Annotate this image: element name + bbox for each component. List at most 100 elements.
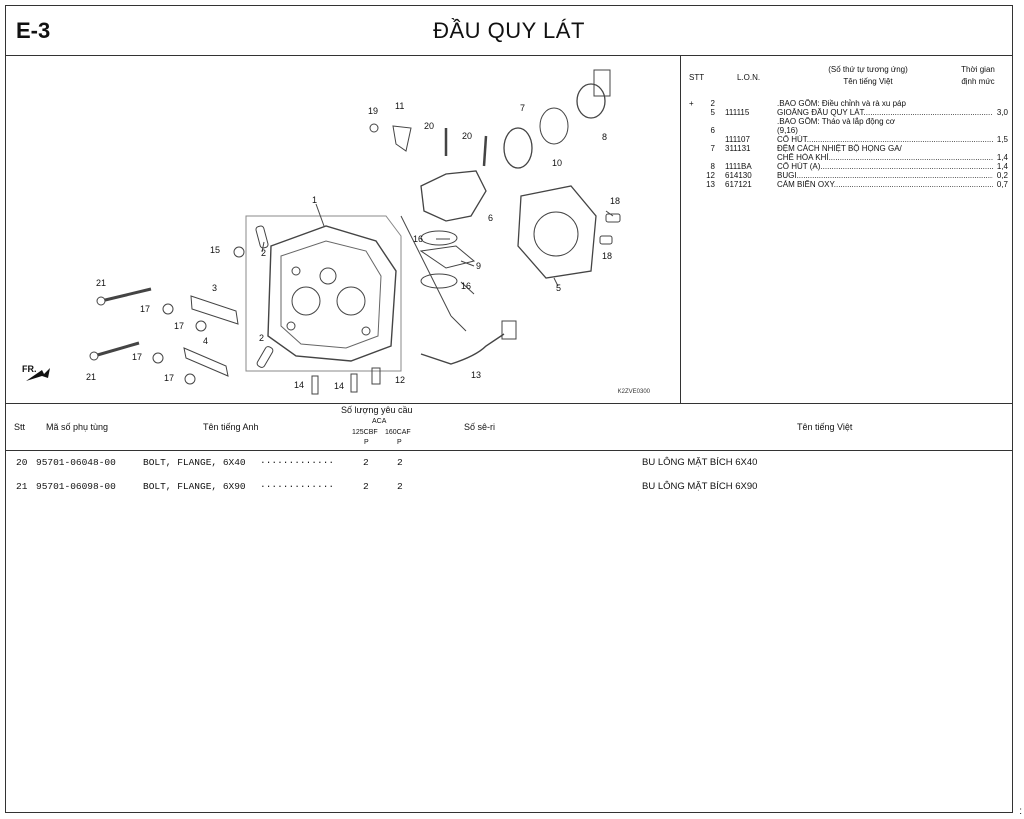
callout-14b: 14 [334,381,344,391]
labor-stt: 5 [710,108,715,117]
row-stt: 21 [16,481,28,492]
callout-4: 4 [203,336,208,346]
callout-13: 13 [471,370,481,380]
labor-stt: 7 [710,144,715,153]
labor-row: +2.BAO GỒM: Điều chỉnh và rà xu páp [681,99,1012,109]
page-frame: E-3 ĐẦU QUY LÁT [5,5,1013,813]
oxygen-sensor-13 [420,333,505,365]
labor-time-table: STT L.O.N. (Số thứ tự tương ứng) Tên tiế… [681,56,1012,403]
row-qty-2: 2 [397,457,403,468]
bracket-3 [190,295,239,325]
stud-14 [311,375,319,395]
washer-17 [162,303,174,315]
labor-row: 6 (9,16) [681,126,1012,136]
row-part-no: 95701-06098-00 [36,481,116,492]
callout-18: 18 [610,196,620,206]
table-row: 21 95701-06098-00 BOLT, FLANGE, 6X90 ···… [6,480,1012,494]
parts-table-header: Stt Mã số phụ tùng Tên tiếng Anh Số lượn… [6,403,1012,451]
diagram-drawing: 19 11 20 20 7 8 10 1 18 18 15 2 16 6 9 1… [26,69,621,395]
callout-19: 19 [368,106,378,116]
callout-21b: 21 [86,372,96,382]
callout-2b: 2 [259,333,264,343]
head-outline-box [245,215,402,372]
labor-name: GIOĂNG ĐẦU QUY LÁT [777,108,993,118]
port-2 [336,286,366,316]
labor-stt: 2 [710,99,715,108]
callout-3: 3 [212,283,217,293]
labor-time: 3,0 [995,108,1008,118]
labor-row: CHẾ HÒA KHÍ1,4 [681,153,1012,163]
labor-name: CỔ HÚT [777,135,993,145]
col-stt: Stt [14,422,26,432]
row-vietnamese: BU LÔNG MẶT BÍCH 6X40 [642,457,758,468]
col-qty-sub-2: P [397,439,402,446]
intake-8-top [593,69,611,97]
col-qty-1: 125CBF [352,429,378,436]
row-vietnamese: BU LÔNG MẶT BÍCH 6X90 [642,481,758,492]
callout-15: 15 [210,245,220,255]
figure-code: K2ZVE0300 [617,389,650,395]
bolt-15 [233,246,245,258]
labor-time: 1,4 [995,162,1008,172]
labor-row: 12614130BUGI0,2 [681,171,1012,181]
front-arrow [26,368,50,381]
col-part-no: Mã số phụ tùng [46,422,109,432]
row-english: BOLT, FLANGE, 6X40 [143,457,246,468]
labor-name: .BAO GỒM: Điều chỉnh và rà xu páp [777,99,906,108]
bolt-19 [369,123,379,133]
callout-10: 10 [552,158,562,168]
callout-17d: 17 [164,373,174,383]
page-header: E-3 ĐẦU QUY LÁT [6,6,1012,56]
callout-14: 14 [294,380,304,390]
page-mark: : [1019,806,1022,817]
o2-connector [501,320,517,340]
labor-lon: 614130 [725,171,752,180]
labor-stt: 6 [710,126,715,135]
labor-time: 1,4 [995,153,1008,163]
port-3 [319,267,337,285]
row-stt: 20 [16,457,28,468]
callout-17: 17 [140,304,150,314]
bolt-21-upper [100,287,152,303]
labor-col-name-2: Tên tiếng Việt [843,77,893,86]
labor-name: CHẾ HÒA KHÍ [777,153,993,163]
labor-col-lon: L.O.N. [737,73,761,82]
callout-5: 5 [556,283,561,293]
labor-name: (9,16) [777,126,798,135]
labor-name: ĐỆM CÁCH NHIỆT BỘ HỌNG GA/ [777,144,902,153]
labor-lon: 111107 [725,135,750,144]
row-qty-2: 2 [397,481,403,492]
callout-1: 1 [312,195,317,205]
row-part-no: 95701-06048-00 [36,457,116,468]
col-serial: Số sê-ri [464,422,496,432]
oring-16 [420,230,458,246]
throttle-insulator-7 [503,127,533,169]
row-qty-1: 2 [363,481,369,492]
row-leader: ············· [260,457,335,468]
intake-8 [576,83,606,119]
front-label: FR. [22,364,37,374]
head-gasket-5 [517,185,597,279]
col-qty-sub-1: P [364,439,369,446]
callout-9: 9 [476,261,481,271]
insulator-9 [419,245,476,269]
labor-name: CẢM BIẾN OXY [777,180,993,190]
callout-2: 2 [261,248,266,258]
callout-8: 8 [602,132,607,142]
table-row: 20 95701-06048-00 BOLT, FLANGE, 6X40 ···… [6,456,1012,470]
row-leader: ············· [260,481,335,492]
labor-stt: 8 [710,162,715,171]
callout-20: 20 [424,121,434,131]
bolt-21-lower [93,341,140,358]
clamp-10 [539,107,569,145]
callout-7: 7 [520,103,525,113]
bracket-11 [392,125,412,152]
row-english: BOLT, FLANGE, 6X90 [143,481,246,492]
callout-20b: 20 [462,131,472,141]
col-vietnamese: Tên tiếng Việt [797,422,853,432]
callout-17c: 17 [132,352,142,362]
